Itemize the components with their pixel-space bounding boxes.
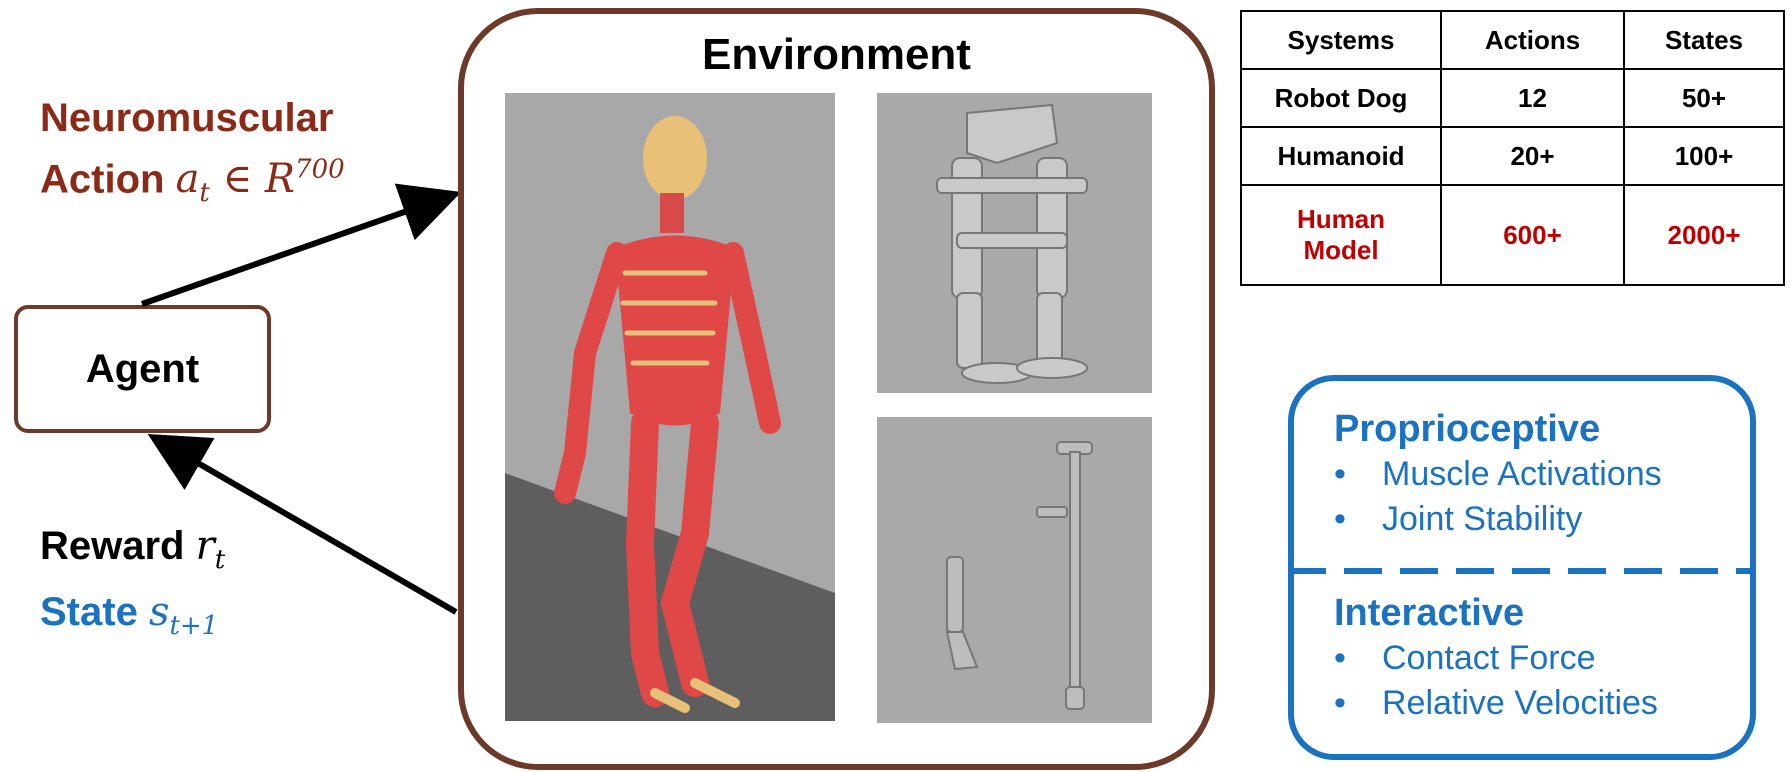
header-systems: Systems	[1241, 11, 1441, 69]
environment-title: Environment	[458, 30, 1215, 80]
cell-system: Humanoid	[1241, 127, 1441, 185]
interactive-title: Interactive	[1334, 592, 1658, 635]
table-row: Robot Dog 12 50+	[1241, 69, 1784, 127]
proprioceptive-group: Proprioceptive •Muscle Activations •Join…	[1334, 408, 1662, 539]
human-musculoskeletal-model-image	[505, 93, 835, 721]
list-item: •Muscle Activations	[1334, 455, 1662, 494]
crutch-and-prosthesis-image	[877, 417, 1152, 723]
table-row: Humanoid 20+ 100+	[1241, 127, 1784, 185]
cell-states: 50+	[1624, 69, 1784, 127]
system-comparison-table: Systems Actions States Robot Dog 12 50+ …	[1240, 10, 1785, 286]
cell-actions: 20+	[1441, 127, 1624, 185]
table-header-row: Systems Actions States	[1241, 11, 1784, 69]
feedback-arrow	[158, 440, 456, 612]
header-states: States	[1624, 11, 1784, 69]
cell-states: 2000+	[1624, 185, 1784, 285]
group-divider	[1288, 565, 1756, 577]
header-actions: Actions	[1441, 11, 1624, 69]
cell-actions: 12	[1441, 69, 1624, 127]
list-item: •Relative Velocities	[1334, 684, 1658, 723]
cell-states: 100+	[1624, 127, 1784, 185]
action-arrow	[142, 196, 450, 304]
list-item: •Contact Force	[1334, 639, 1658, 678]
humanoid-exoskeleton-image	[877, 93, 1152, 393]
cell-system: Robot Dog	[1241, 69, 1441, 127]
interactive-group: Interactive •Contact Force •Relative Vel…	[1334, 592, 1658, 723]
cell-actions: 600+	[1441, 185, 1624, 285]
proprioceptive-title: Proprioceptive	[1334, 408, 1662, 451]
list-item: •Joint Stability	[1334, 500, 1662, 539]
